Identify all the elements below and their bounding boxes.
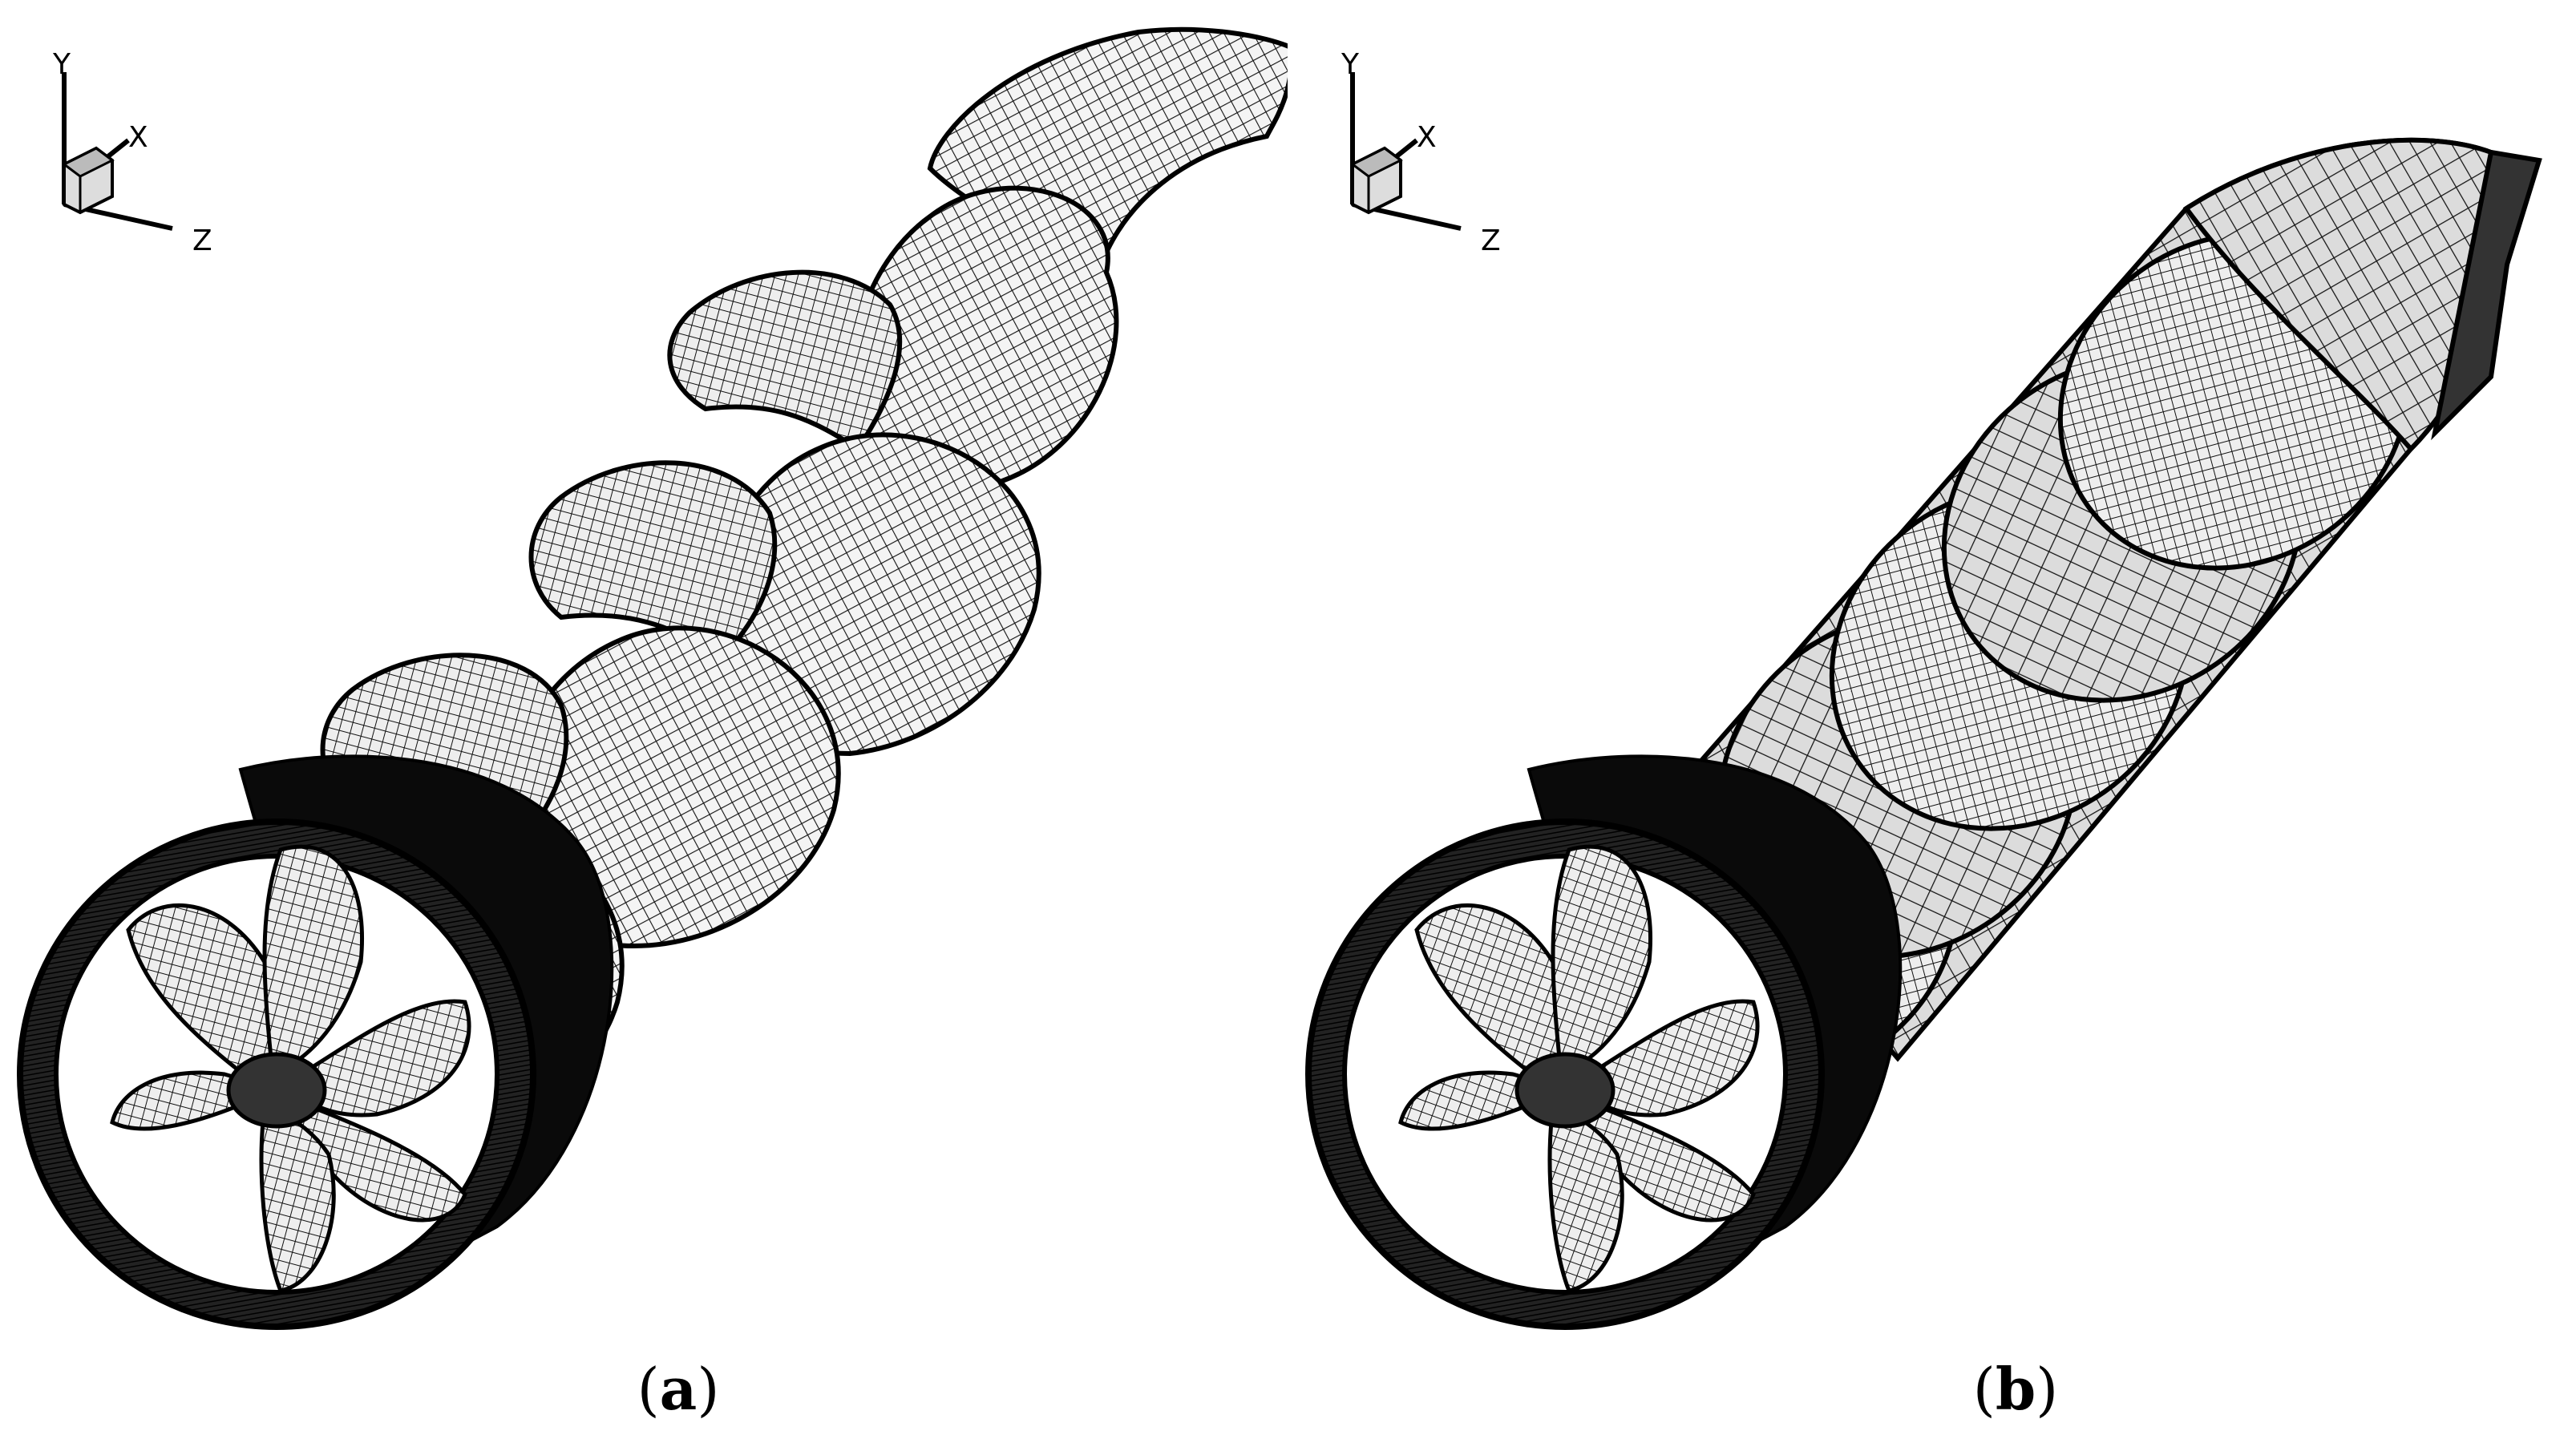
- propeller-blades: [110, 844, 471, 1293]
- caption-a: (a): [637, 1355, 720, 1423]
- panel-b: Y X Z: [1288, 0, 2576, 1451]
- axis-triad-icon: Y X Z: [1341, 48, 1501, 257]
- caption-b: (b): [1972, 1355, 2059, 1423]
- propeller-duct: [17, 754, 614, 1330]
- panel-b-drawing: Y X Z: [1305, 48, 2542, 1330]
- axis-label-y: Y: [1341, 48, 1360, 81]
- panel-a-drawing: Y X Z: [17, 26, 1288, 1330]
- propeller-duct: [1305, 754, 1903, 1330]
- axis-triad-icon: Y X Z: [52, 48, 212, 257]
- axis-label-x: X: [128, 121, 148, 154]
- axis-label-x: X: [1417, 121, 1437, 154]
- panel-a: Y X Z: [17, 26, 1288, 1423]
- axis-label-z: Z: [192, 224, 212, 257]
- propeller-blades: [1398, 844, 1760, 1293]
- axis-label-y: Y: [52, 48, 71, 81]
- axis-label-z: Z: [1481, 224, 1501, 257]
